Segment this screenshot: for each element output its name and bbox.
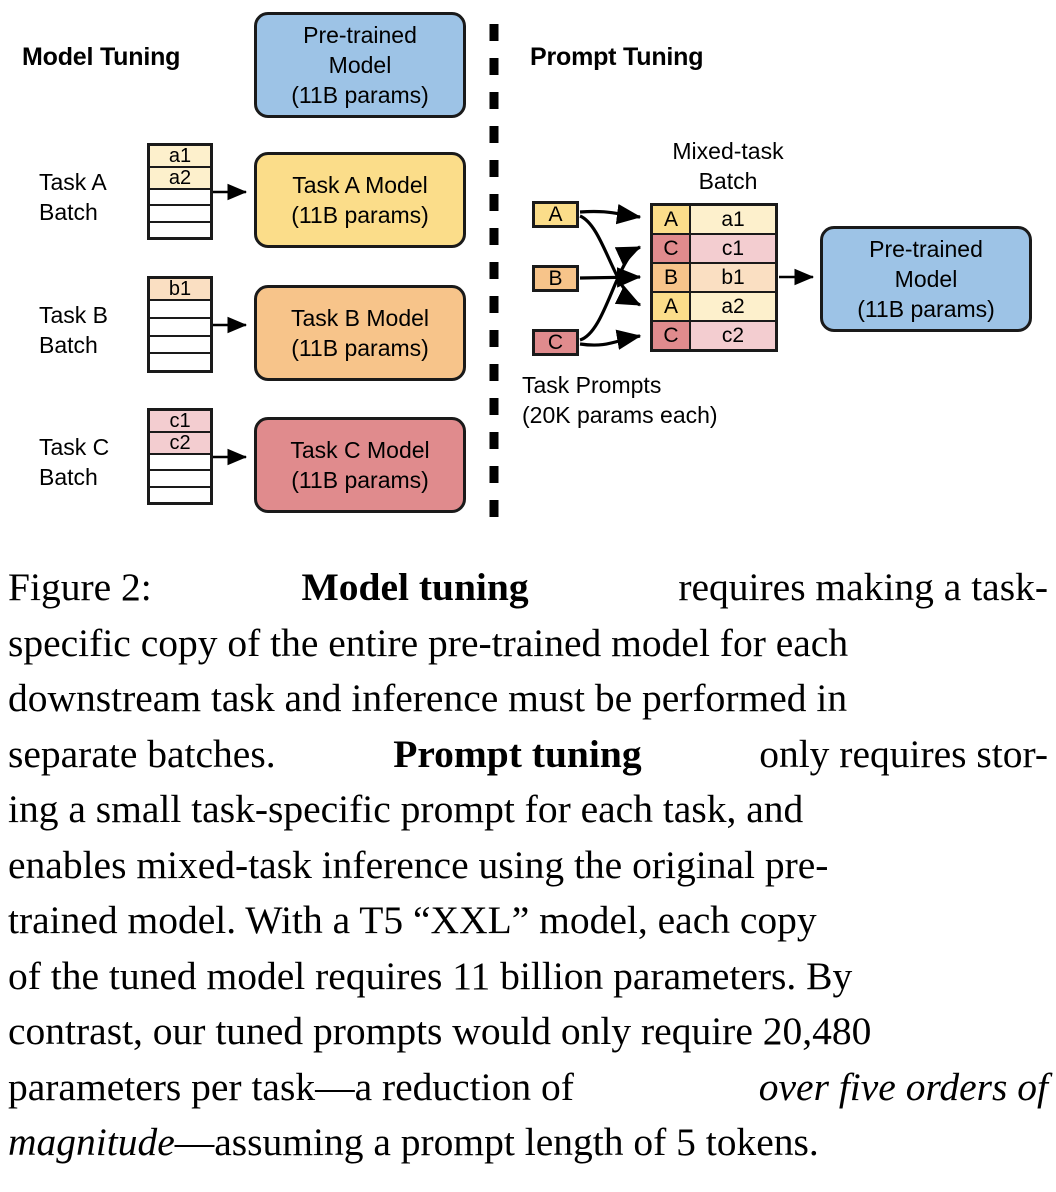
task-a-model-box: Task A Model (11B params) — [254, 152, 466, 248]
task-b-batch-label-line2: Batch — [39, 332, 98, 358]
batch-cell-filled: c2 — [150, 433, 210, 455]
task-b-model-line2: (11B params) — [291, 335, 429, 361]
task-c-batch-label: Task C Batch — [39, 432, 109, 492]
mixed-batch-row-tag: C — [653, 322, 691, 349]
batch-cell-empty — [150, 222, 210, 237]
prompt-chip-a: A — [532, 201, 579, 228]
caption-line: magnitude—assuming a prompt length of 5 … — [8, 1115, 1048, 1171]
batch-cell-empty — [150, 354, 210, 370]
caption-line: ing a small task-specific prompt for eac… — [8, 787, 804, 831]
right-pretrained-line1: Pre-trained — [869, 236, 983, 262]
caption-figure-number: Figure 2: — [8, 565, 152, 609]
task-b-model-line1: Task B Model — [290, 305, 430, 331]
caption-italic-magnitude: magnitude — [8, 1120, 175, 1164]
task-c-model-line1: Task C Model — [290, 437, 430, 463]
arrow-prompt-c-to-row2 — [579, 245, 642, 342]
caption-line1-rest: requires making a task- — [678, 565, 1048, 609]
task-a-batch-label-line1: Task A — [39, 169, 107, 195]
task-c-model-line2: (11B params) — [291, 467, 429, 493]
task-a-batch-label: Task A Batch — [39, 167, 107, 227]
batch-cell-empty — [150, 318, 210, 337]
mixed-task-batch-label-line2: Batch — [698, 168, 758, 194]
batch-cell-empty — [150, 206, 210, 223]
caption-line: specific copy of the entire pre-trained … — [8, 620, 849, 665]
mixed-batch-row-tag: A — [653, 293, 691, 320]
arrow-prompt-b-to-row3 — [579, 267, 642, 288]
batch-cell-empty — [150, 471, 210, 488]
caption-line: downstream task and inference must be pe… — [8, 676, 848, 720]
task-c-batch-label-line2: Batch — [39, 464, 98, 490]
task-a-batch-label-line2: Batch — [39, 199, 98, 225]
model-tuning-title: Model Tuning — [22, 43, 181, 71]
caption-bold-prompt-tuning: Prompt tuning — [393, 731, 642, 776]
left-pretrained-line1: Pre-trained — [303, 22, 417, 48]
mixed-batch-row-value: a2 — [691, 293, 775, 320]
mixed-batch-row-value: a1 — [691, 206, 775, 233]
prompt-chip-c: C — [532, 329, 579, 356]
caption-line: separate batches. Prompt tuning only req… — [8, 727, 1048, 783]
task-c-model-box: Task C Model (11B params) — [254, 417, 466, 513]
task-prompts-label: Task Prompts (20K params each) — [522, 370, 718, 430]
right-pretrained-line3: (11B params) — [857, 296, 995, 322]
prompt-chip-b: B — [532, 265, 579, 292]
task-b-batch-label-line1: Task B — [39, 302, 109, 328]
right-pretrained-line2: Model — [894, 266, 958, 292]
mixed-batch-row-tag: B — [653, 264, 691, 291]
caption-line: parameters per task—a reduction of over … — [8, 1060, 1048, 1116]
batch-cell-empty — [150, 487, 210, 502]
caption-line: enables mixed-task inference using the o… — [8, 842, 829, 887]
task-a-model-line1: Task A Model — [292, 172, 428, 198]
caption-italic-over-five-orders: over five orders of — [758, 1064, 1048, 1109]
batch-cell-filled: b1 — [150, 279, 210, 301]
task-c-batch-label-line1: Task C — [39, 434, 110, 460]
arrow-prompt-a-to-row4 — [579, 214, 642, 307]
caption-line: of the tuned model requires 11 billion p… — [8, 953, 853, 998]
batch-cell-empty — [150, 336, 210, 355]
mixed-task-batch-label-line1: Mixed-task — [672, 138, 784, 164]
batch-cell-empty — [150, 455, 210, 472]
caption-line: Figure 2: Model tuning requires making a… — [8, 560, 1048, 616]
caption-line4-rest: only requires stor- — [759, 731, 1048, 776]
arrow-prompt-a-to-row1 — [579, 203, 642, 225]
figure-diagram: Model Tuning Pre-trained Model (11B para… — [0, 0, 1056, 545]
caption-line: trained model. With a T5 “XXL” model, ea… — [8, 898, 817, 942]
task-prompts-label-line1: Task Prompts — [522, 372, 662, 398]
mixed-batch-row-value: c2 — [691, 322, 775, 349]
task-b-batch-table: b1 — [147, 276, 213, 373]
mixed-task-batch-label: Mixed-task Batch — [638, 136, 818, 196]
caption-line10-start: parameters per task—a reduction of — [8, 1064, 574, 1109]
caption-line: contrast, our tuned prompts would only r… — [8, 1009, 872, 1053]
prompt-tuning-title: Prompt Tuning — [530, 43, 704, 71]
left-pretrained-line2: Model — [328, 52, 392, 78]
arrow-prompt-c-to-row5 — [579, 329, 642, 350]
caption-line11-rest: —assuming a prompt length of 5 tokens. — [174, 1120, 819, 1164]
task-b-batch-label: Task B Batch — [39, 300, 108, 360]
figure-caption: Figure 2: Model tuning requires making a… — [8, 560, 1048, 1171]
left-pretrained-line3: (11B params) — [291, 82, 429, 108]
right-pretrained-model-box: Pre-trained Model (11B params) — [820, 226, 1032, 332]
batch-cell-filled: a1 — [150, 146, 210, 168]
task-a-model-line2: (11B params) — [291, 202, 429, 228]
caption-bold-model-tuning: Model tuning — [301, 565, 529, 609]
mixed-batch-row-value: b1 — [691, 264, 775, 291]
task-b-model-box: Task B Model (11B params) — [254, 285, 466, 381]
batch-cell-empty — [150, 301, 210, 319]
batch-cell-empty — [150, 190, 210, 207]
mixed-batch-row-value: c1 — [691, 235, 775, 262]
left-pretrained-model-box: Pre-trained Model (11B params) — [254, 12, 466, 118]
caption-line4-start: separate batches. — [8, 731, 276, 776]
task-prompts-label-line2: (20K params each) — [522, 402, 718, 428]
batch-cell-filled: a2 — [150, 168, 210, 190]
mixed-batch-row-tag: A — [653, 206, 691, 233]
mixed-batch-row-tag: C — [653, 235, 691, 262]
batch-cell-filled: c1 — [150, 411, 210, 433]
